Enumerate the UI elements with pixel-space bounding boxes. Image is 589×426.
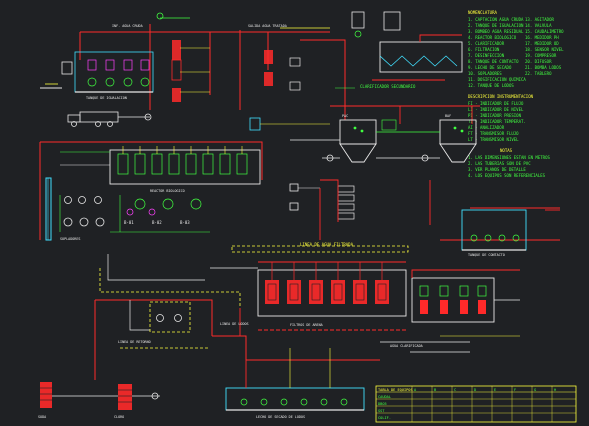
svg-text:G: G	[534, 388, 536, 392]
svg-text:TI - INDICADOR TEMPERAT.: TI - INDICADOR TEMPERAT.	[468, 119, 526, 124]
svg-text:LT - TRANSMISOR NIVEL: LT - TRANSMISOR NIVEL	[468, 137, 519, 142]
svg-text:8. TANQUE DE CONTACTO: 8. TANQUE DE CONTACTO	[468, 59, 519, 64]
svg-text:SOPLADORES: SOPLADORES	[60, 237, 80, 241]
svg-text:A: A	[414, 388, 417, 392]
svg-text:SST: SST	[378, 409, 385, 413]
svg-text:14. VALVULA: 14. VALVULA	[525, 23, 552, 28]
disinfection-tanks	[411, 269, 520, 337]
svg-text:16. MEDIDOR PH: 16. MEDIDOR PH	[525, 35, 559, 40]
svg-text:PI - INDICADOR PRESION: PI - INDICADOR PRESION	[468, 113, 522, 118]
lower-left-piping: LINEA DE RETORNO LINEA DE LODOS	[94, 254, 249, 380]
svg-text:H: H	[554, 388, 556, 392]
svg-text:E: E	[494, 388, 496, 392]
table-title: TABLA DE EQUIPOS	[378, 388, 413, 392]
svg-text:19. COMPRESOR: 19. COMPRESOR	[525, 53, 557, 58]
svg-text:B: B	[434, 388, 436, 392]
svg-text:9. LECHO DE SECADO: 9. LECHO DE SECADO	[468, 65, 512, 70]
svg-text:BAF: BAF	[445, 114, 451, 118]
blowers-left	[63, 196, 105, 227]
svg-text:AGUA CLARIFICADA: AGUA CLARIFICADA	[390, 344, 423, 348]
svg-text:4. REACTOR BIOLOGICO: 4. REACTOR BIOLOGICO	[468, 35, 517, 40]
svg-text:TANQUE DE CONTACTO: TANQUE DE CONTACTO	[468, 253, 505, 257]
svg-text:13. AGITADOR: 13. AGITADOR	[525, 17, 554, 22]
svg-text:FT - TRANSMISOR FLUJO: FT - TRANSMISOR FLUJO	[468, 131, 519, 136]
svg-text:1. LAS DIMENSIONES ESTAN EN ME: 1. LAS DIMENSIONES ESTAN EN METROS	[468, 155, 550, 160]
svg-text:CLARIFICADOR SECUNDARIO: CLARIFICADOR SECUNDARIO	[360, 84, 416, 89]
svg-text:B-02: B-02	[152, 220, 162, 225]
biological-reactor: REACTOR BIOLOGICO SOPLADORES B-01 B-02 B-0…	[39, 141, 263, 241]
top-left-section: TANQUE DE IGUALACION INF. AGUA CRUDA SAL…	[40, 12, 346, 127]
instrument-icon	[156, 12, 164, 20]
svg-text:2. LAS TUBERIAS SON DE PVC: 2. LAS TUBERIAS SON DE PVC	[468, 161, 531, 166]
clarifiers: PAC BAF	[249, 105, 480, 163]
pump-icon	[144, 113, 152, 121]
svg-text:FILTROS DE ARENA: FILTROS DE ARENA	[290, 323, 323, 327]
legend-block: NOMENCLATURA 1. CAPTACION AGUA CRUDA 2. …	[468, 10, 564, 178]
svg-text:LECHO DE SECADO DE LODOS: LECHO DE SECADO DE LODOS	[256, 415, 305, 419]
bottom-center-basin: LECHO DE SECADO DE LODOS AGUA CLARIFICAD…	[225, 341, 470, 419]
pump-icon	[421, 154, 429, 162]
svg-text:15. CAUDALIMETRO: 15. CAUDALIMETRO	[525, 29, 564, 34]
svg-text:LI - INDICADOR DE NIVEL: LI - INDICADOR DE NIVEL	[468, 107, 524, 112]
svg-text:4. LOS EQUIPOS SON REFERENCIAL: 4. LOS EQUIPOS SON REFERENCIALES	[468, 173, 546, 178]
svg-text:DBO5: DBO5	[378, 402, 387, 406]
legend-simbolos-title: NOTAS	[500, 148, 513, 153]
svg-text:C: C	[454, 388, 456, 392]
svg-text:SODA: SODA	[38, 415, 46, 419]
top-center-tanks: CLARIFICADOR SECUNDARIO	[335, 11, 463, 89]
svg-text:12. TANQUE DE LODOS: 12. TANQUE DE LODOS	[468, 83, 514, 88]
svg-text:3. BOMBEO AGUA RESIDUAL: 3. BOMBEO AGUA RESIDUAL	[468, 29, 524, 34]
svg-text:FI - INDICADOR DE FLUJO: FI - INDICADOR DE FLUJO	[468, 101, 524, 106]
svg-text:D: D	[474, 388, 476, 392]
svg-text:SALIDA AGUA TRATADA: SALIDA AGUA TRATADA	[248, 24, 287, 28]
legend-notes-title: DESCRIPCION INSTRUMENTACION	[468, 94, 534, 99]
filter-columns-top	[171, 40, 273, 102]
svg-text:17. MEDIDOR OD: 17. MEDIDOR OD	[525, 41, 559, 46]
svg-text:10. SOPLADORES: 10. SOPLADORES	[468, 71, 502, 76]
equipment-table: TABLA DE EQUIPOS A B C D E F G H CAUDAL DBO5SST…	[375, 385, 577, 423]
svg-text:LINEA DE LODOS: LINEA DE LODOS	[220, 322, 249, 326]
filter-tank	[379, 41, 463, 73]
filter-bank: FILTROS DE ARENA LINEA DE AGUA FILTRADA	[210, 242, 409, 331]
svg-text:INF. AGUA CRUDA: INF. AGUA CRUDA	[112, 24, 143, 28]
svg-text:7. DESINFECCION: 7. DESINFECCION	[468, 53, 505, 58]
svg-text:18. SENSOR NIVEL: 18. SENSOR NIVEL	[525, 47, 564, 52]
aeration-basin-1	[74, 51, 154, 93]
truck-icon	[67, 111, 119, 127]
svg-text:5. CLARIFICADOR: 5. CLARIFICADOR	[468, 41, 505, 46]
svg-text:22. TABLERO: 22. TABLERO	[525, 71, 552, 76]
svg-text:20. DIFUSOR: 20. DIFUSOR	[525, 59, 552, 64]
svg-text:2. TANQUE DE IGUALACION: 2. TANQUE DE IGUALACION	[468, 23, 524, 28]
svg-text:3. VER PLANOS DE DETALLE: 3. VER PLANOS DE DETALLE	[468, 167, 526, 172]
right-middle-equipment: TANQUE DE CONTACTO	[289, 179, 560, 257]
svg-text:COLIF.: COLIF.	[378, 416, 391, 420]
svg-text:TANQUE DE IGUALACION: TANQUE DE IGUALACION	[86, 96, 127, 100]
svg-text:B-01: B-01	[124, 220, 134, 225]
svg-text:B-03: B-03	[180, 220, 190, 225]
svg-text:11. DOSIFICACION QUIMICA: 11. DOSIFICACION QUIMICA	[468, 77, 526, 82]
contact-tank	[461, 209, 527, 251]
legend-title: NOMENCLATURA	[468, 10, 497, 15]
svg-text:6. FILTRACION: 6. FILTRACION	[468, 47, 500, 52]
svg-text:LINEA DE RETORNO: LINEA DE RETORNO	[118, 340, 151, 344]
bottom-left-columns: SODA CLORO	[38, 382, 160, 419]
svg-text:REACTOR BIOLOGICO: REACTOR BIOLOGICO	[150, 189, 185, 193]
svg-text:LINEA DE AGUA FILTRADA: LINEA DE AGUA FILTRADA	[300, 242, 354, 247]
pump-icon	[326, 154, 334, 162]
svg-text:F: F	[514, 388, 516, 392]
svg-text:CAUDAL: CAUDAL	[378, 395, 391, 399]
svg-text:PAC: PAC	[342, 114, 348, 118]
svg-text:1. CAPTACION AGUA CRUDA: 1. CAPTACION AGUA CRUDA	[468, 17, 524, 22]
svg-text:CLORO: CLORO	[114, 415, 124, 419]
svg-text:21. BOMBA LODOS: 21. BOMBA LODOS	[525, 65, 562, 70]
svg-text:AI - ANALIZADOR: AI - ANALIZADOR	[468, 125, 505, 130]
